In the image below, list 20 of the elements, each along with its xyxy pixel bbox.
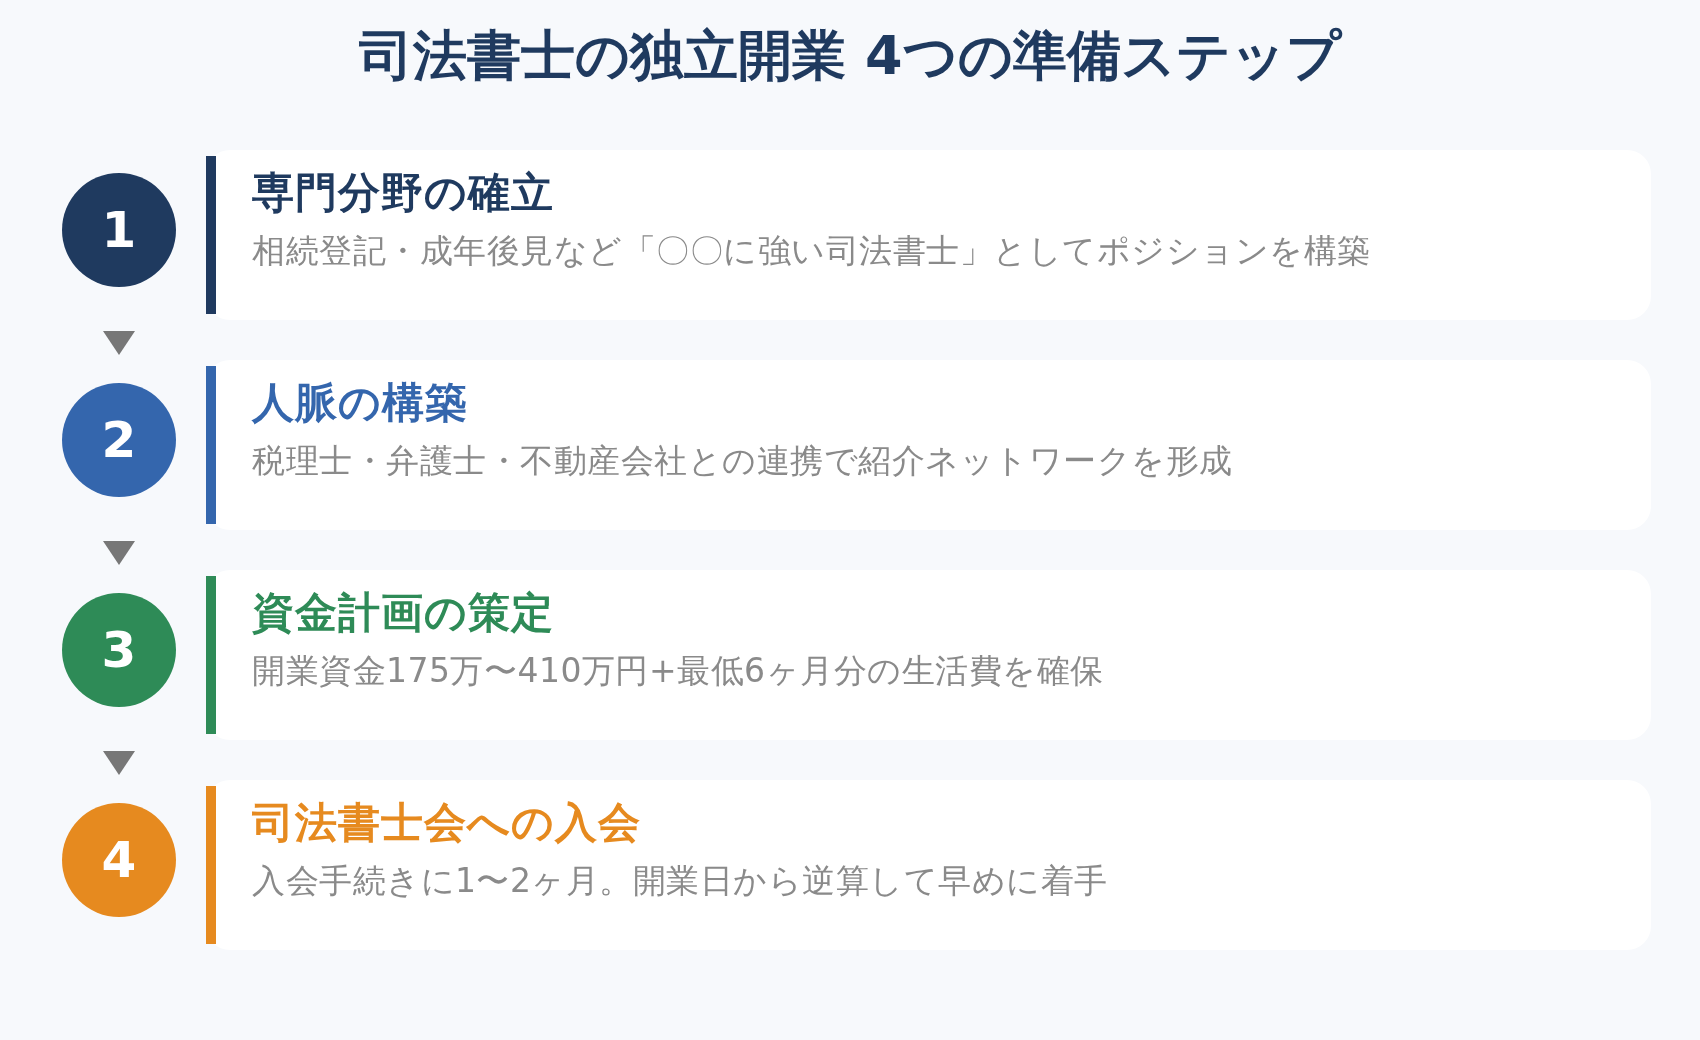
step-card	[206, 780, 1651, 950]
step-description: 開業資金175万〜410万円+最低6ヶ月分の生活費を確保	[252, 650, 1104, 692]
step-heading: 専門分野の確立	[252, 167, 554, 219]
arrow	[103, 541, 135, 565]
number-circle: 3	[62, 593, 176, 707]
step-card	[206, 360, 1651, 530]
number-circle: 4	[62, 803, 176, 917]
arrow	[103, 331, 135, 355]
step-card	[206, 570, 1651, 740]
step-heading: 人脈の構築	[252, 377, 468, 429]
step-description: 入会手続きに1〜2ヶ月。開業日から逆算して早めに着手	[252, 860, 1108, 902]
step-description: 相続登記・成年後見など「〇〇に強い司法書士」としてポジションを構築	[252, 230, 1371, 272]
arrow	[103, 751, 135, 775]
number-circle: 1	[62, 173, 176, 287]
step-card	[206, 150, 1651, 320]
title: 司法書士の独立開業 4つの準備ステップ	[359, 24, 1341, 87]
number-circle: 2	[62, 383, 176, 497]
step-description: 税理士・弁護士・不動産会社との連携で紹介ネットワークを形成	[252, 440, 1233, 482]
step-heading: 資金計画の策定	[252, 587, 554, 639]
step-heading: 司法書士会への入会	[252, 797, 641, 849]
